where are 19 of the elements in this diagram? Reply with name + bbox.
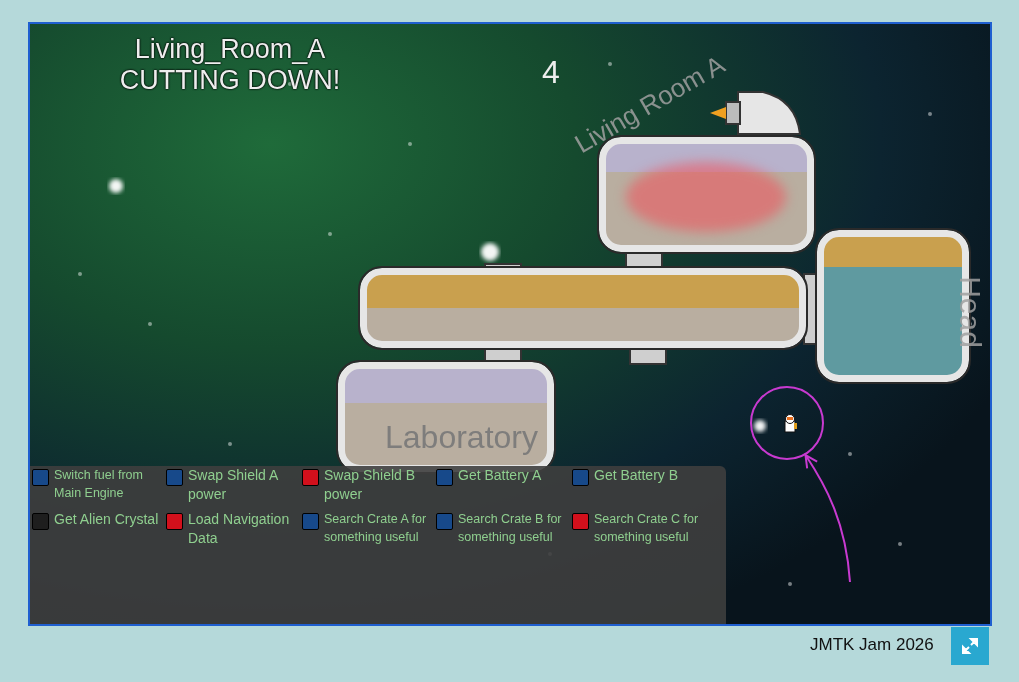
task-text: Load Navigation Data	[188, 510, 291, 548]
corridor	[360, 268, 806, 348]
game-title: JMTK Jam 2026	[810, 635, 934, 655]
task-text: Search Crate C for something useful	[594, 511, 700, 546]
countdown-number: 4	[542, 54, 560, 91]
status-message: Living_Room_A CUTTING DOWN!	[118, 34, 342, 96]
room-label: Laboratory	[385, 419, 538, 456]
task-text: Swap Shield A power	[188, 466, 279, 504]
task-text: Get Alien Crystal	[54, 510, 159, 529]
task-text: Get Battery A	[458, 466, 542, 485]
task-text: Get Battery B	[594, 466, 679, 485]
task-text: Search Crate A for something useful	[324, 511, 428, 546]
room-label: Living Room A	[569, 49, 731, 160]
task-text: Swap Shield B power	[324, 466, 417, 504]
task-text: Switch fuel from Main Engine	[54, 467, 144, 502]
room-label: Head	[952, 276, 987, 348]
task-text: Search Crate B for something useful	[458, 511, 563, 546]
highlight-circle	[750, 386, 824, 460]
hand-drawn-arrow	[804, 454, 851, 583]
